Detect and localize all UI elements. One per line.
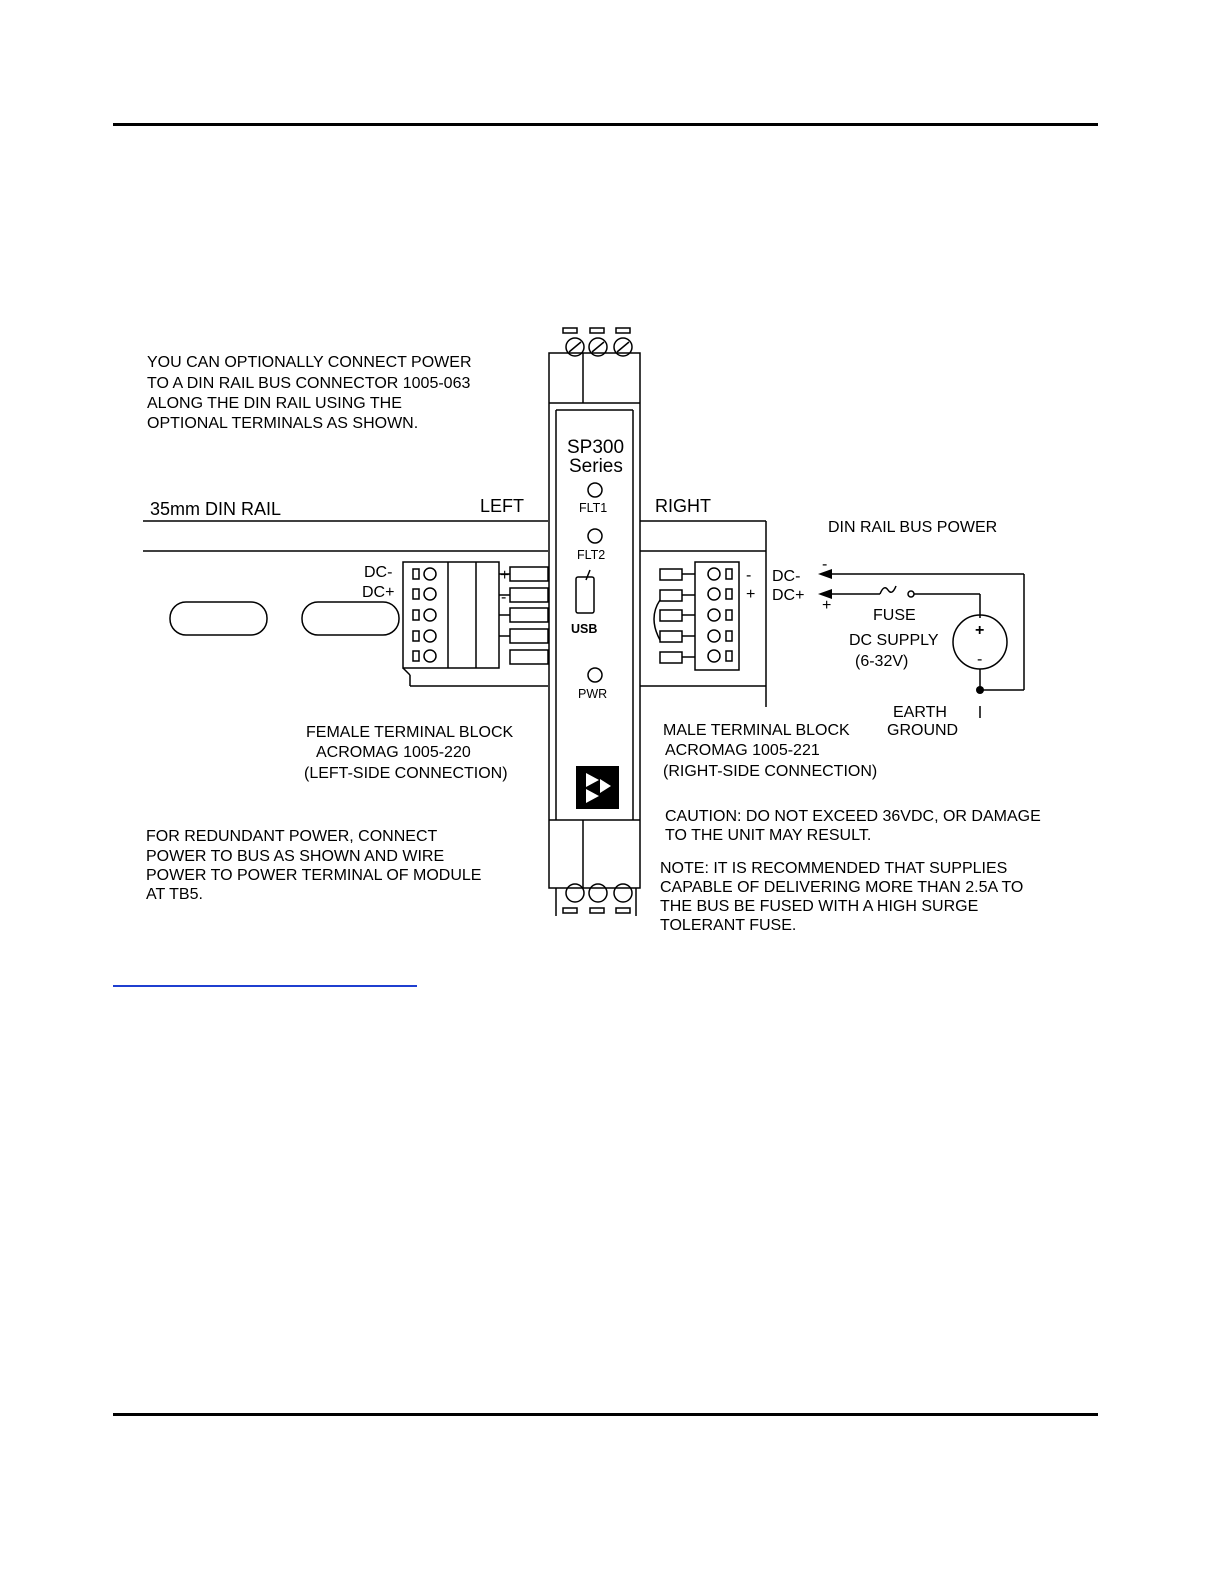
female-terminal-block bbox=[402, 561, 500, 669]
female-block-2: ACROMAG 1005-220 bbox=[316, 744, 471, 761]
flt2-led bbox=[587, 528, 603, 544]
acromag-logo bbox=[576, 766, 619, 809]
hyperlink-underline[interactable] bbox=[113, 985, 417, 987]
right-term-plus: + bbox=[746, 586, 755, 603]
left-dc-minus: DC- bbox=[364, 564, 392, 581]
earth-label-2: GROUND bbox=[887, 722, 958, 739]
left-label: LEFT bbox=[480, 496, 524, 516]
supply-minus: - bbox=[977, 651, 982, 668]
earth-ground-node bbox=[976, 686, 984, 694]
arrow-minus-label: - bbox=[822, 556, 827, 573]
female-block-1: FEMALE TERMINAL BLOCK bbox=[306, 724, 513, 741]
fuse-symbol bbox=[879, 585, 897, 595]
left-term-minus: - bbox=[501, 589, 506, 606]
arrow-minus bbox=[818, 569, 832, 579]
top-rule bbox=[113, 123, 1098, 126]
pwr-led bbox=[587, 667, 603, 683]
right-dc-plus: DC+ bbox=[772, 587, 804, 604]
male-block-3: (RIGHT-SIDE CONNECTION) bbox=[663, 763, 877, 780]
right-dc-minus: DC- bbox=[772, 568, 800, 585]
arrow-plus-label: + bbox=[822, 597, 831, 614]
left-term-plus: + bbox=[500, 567, 509, 584]
note-optional-4: OPTIONAL TERMINALS AS SHOWN. bbox=[147, 415, 418, 432]
fuse-label: FUSE bbox=[873, 607, 916, 624]
supply-plus: + bbox=[975, 622, 984, 639]
supply-label-1: DC SUPPLY bbox=[849, 632, 939, 649]
note-optional-3: ALONG THE DIN RAIL USING THE bbox=[147, 395, 402, 412]
note-2: CAPABLE OF DELIVERING MORE THAN 2.5A TO bbox=[660, 879, 1023, 896]
male-terminal-block bbox=[694, 561, 740, 671]
pwr-label: PWR bbox=[578, 687, 607, 701]
rail-slot bbox=[301, 601, 400, 636]
redundant-4: AT TB5. bbox=[146, 886, 203, 903]
note-4: TOLERANT FUSE. bbox=[660, 917, 796, 934]
module-name-2: Series bbox=[569, 456, 623, 477]
bus-power-label: DIN RAIL BUS POWER bbox=[828, 519, 997, 536]
module-name-1: SP300 bbox=[567, 437, 624, 458]
flt1-led bbox=[587, 482, 603, 498]
male-block-2: ACROMAG 1005-221 bbox=[665, 742, 820, 759]
note-1: NOTE: IT IS RECOMMENDED THAT SUPPLIES bbox=[660, 860, 1007, 877]
note-3: THE BUS BE FUSED WITH A HIGH SURGE bbox=[660, 898, 978, 915]
rail-slot bbox=[169, 601, 268, 636]
arrow-plus bbox=[818, 589, 832, 599]
female-block-3: (LEFT-SIDE CONNECTION) bbox=[304, 765, 508, 782]
caution-1: CAUTION: DO NOT EXCEED 36VDC, OR DAMAGE bbox=[665, 808, 1041, 825]
left-dc-plus: DC+ bbox=[362, 584, 394, 601]
flt2-label: FLT2 bbox=[577, 548, 605, 562]
fuse-terminal-dot bbox=[907, 590, 915, 598]
note-optional-2: TO A DIN RAIL BUS CONNECTOR 1005-063 bbox=[147, 375, 470, 392]
male-block-1: MALE TERMINAL BLOCK bbox=[663, 722, 850, 739]
rail-label: 35mm DIN RAIL bbox=[150, 499, 281, 519]
flt1-label: FLT1 bbox=[579, 501, 607, 515]
right-term-minus: - bbox=[746, 567, 751, 584]
supply-label-2: (6-32V) bbox=[855, 653, 908, 670]
redundant-3: POWER TO POWER TERMINAL OF MODULE bbox=[146, 867, 481, 884]
usb-port bbox=[575, 576, 595, 614]
module-body bbox=[548, 352, 641, 889]
note-optional-1: YOU CAN OPTIONALLY CONNECT POWER bbox=[147, 354, 472, 371]
redundant-2: POWER TO BUS AS SHOWN AND WIRE bbox=[146, 848, 444, 865]
earth-label-1: EARTH bbox=[893, 704, 947, 721]
right-label: RIGHT bbox=[655, 496, 711, 516]
caution-2: TO THE UNIT MAY RESULT. bbox=[665, 827, 871, 844]
redundant-1: FOR REDUNDANT POWER, CONNECT bbox=[146, 828, 437, 845]
bottom-rule bbox=[113, 1413, 1098, 1416]
usb-label: USB bbox=[571, 622, 597, 636]
